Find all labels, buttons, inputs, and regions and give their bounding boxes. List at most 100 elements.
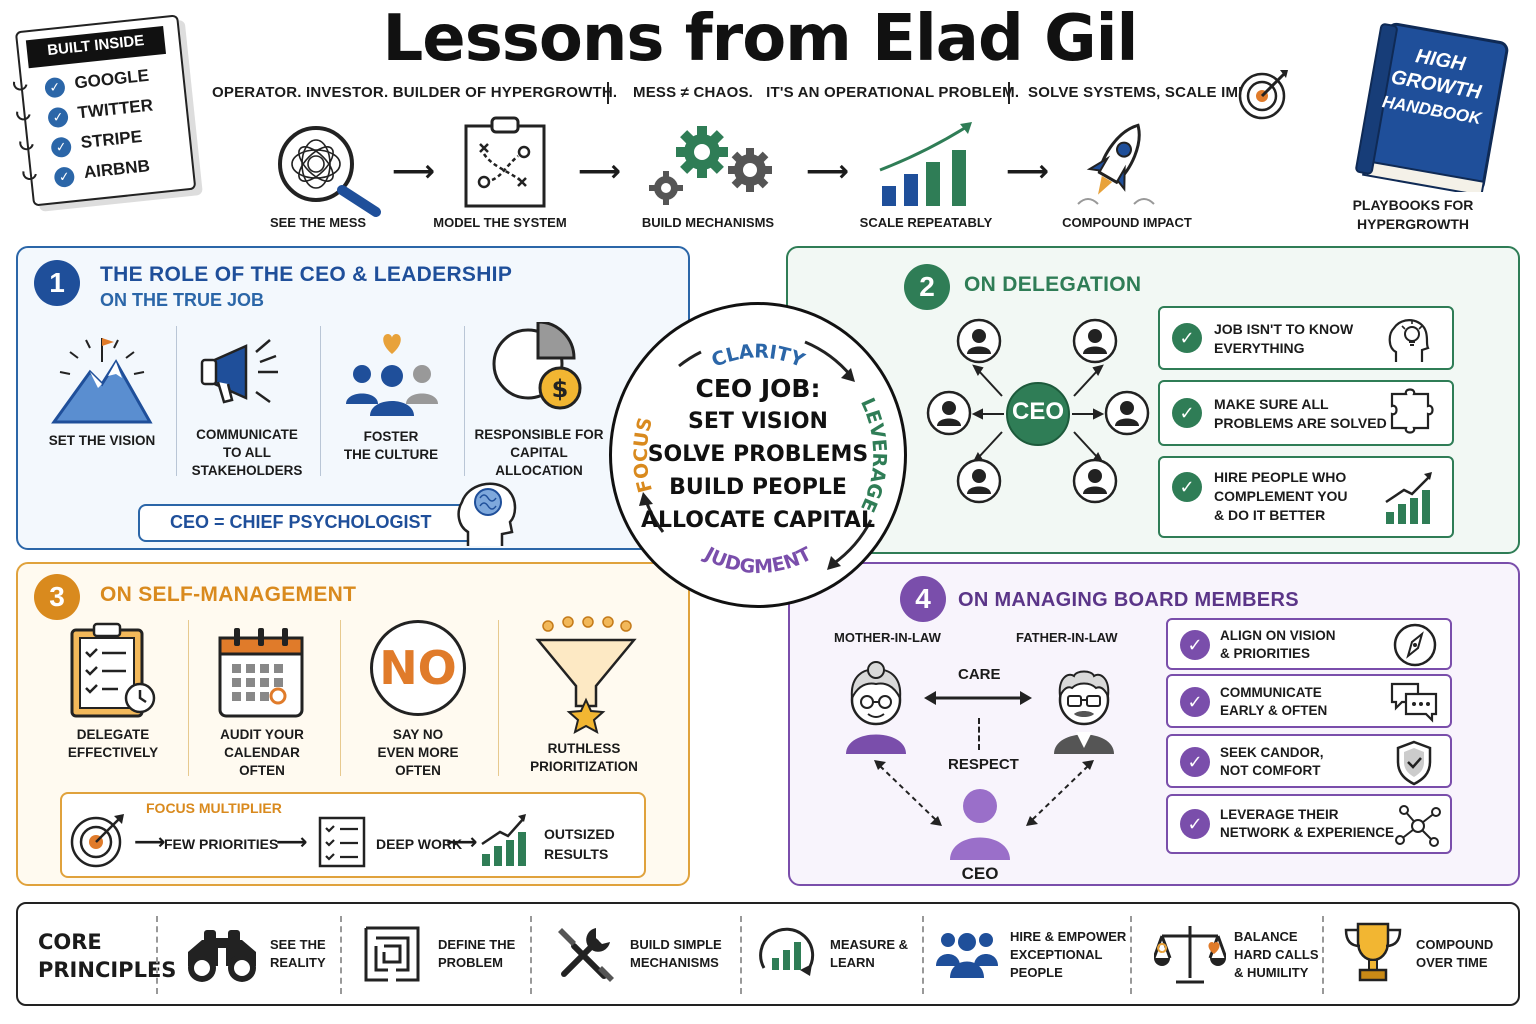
divider [340,916,342,994]
ceo-job-line: SOLVE PROBLEMS [647,442,869,467]
section-number-badge: 4 [900,576,946,622]
checklist-icon [318,816,366,868]
item-line: EVEN MORE [377,745,459,760]
focus-multiplier-heading: FOCUS MULTIPLIER [146,800,282,816]
mother-in-law-label: MOTHER-IN-LAW [834,630,941,645]
arrow-right-icon: ⟶ [392,155,436,188]
svg-text:$: $ [552,375,569,403]
tagline-solve: SOLVE SYSTEMS, SCALE IMPACT. [1028,84,1282,101]
board-item: ✓ LEVERAGE THEIR NETWORK & EXPERIENCE [1166,794,1452,854]
flow-step-see-the-mess: SEE THE MESS [269,215,367,230]
item-line: HIRE PEOPLE WHO [1214,469,1347,485]
person-icon [1072,318,1118,364]
item-line: NOT COMFORT [1220,763,1321,778]
team-icon [934,926,1000,980]
divider [340,620,341,776]
funnel-star-icon [534,616,638,734]
core-label-line: DEFINE THE [438,937,516,952]
core-label-line: MECHANISMS [630,955,719,970]
item-line: & PRIORITIES [1220,646,1311,661]
core-heading-line: CORE [38,930,102,954]
few-priorities-label: FEW PRIORITIES [164,836,279,852]
item-line: CAPITAL [510,445,568,460]
core-label-line: OVER TIME [1416,955,1488,970]
maze-icon [362,924,422,984]
no-text: NO [379,641,457,695]
section-number-badge: 3 [34,574,80,620]
scales-icon [1154,920,1226,986]
section-board-members-panel: 4 ON MANAGING BOARD MEMBERS MOTHER-IN-LA… [788,562,1520,886]
item-line: COMMUNICATE [1220,685,1322,700]
core-label-line: PEOPLE [1010,965,1063,980]
page-title: Lessons from Elad Gil [382,2,1139,76]
item-line: EARLY & OFTEN [1220,703,1328,718]
person-icon [1072,458,1118,504]
core-label-line: PROBLEM [438,955,503,970]
chat-bubbles-icon [1388,680,1440,726]
core-label-line: HARD CALLS [1234,947,1319,962]
item-line: THE CULTURE [343,447,439,462]
item-line: ALIGN ON VISION [1220,628,1336,643]
item-line: DELEGATE [76,727,150,742]
board-item: ✓ ALIGN ON VISION & PRIORITIES [1166,618,1452,670]
ceo-job-ring: CLARITY LEVERAGE JUDGMENT FOCUS [630,340,891,578]
item-communicate: COMMUNICATE TO ALL STAKEHOLDERS [188,426,306,480]
spiral-binding-icon [10,74,42,195]
core-heading-line: PRINCIPLES [38,958,177,982]
ceo-person-label: CEO [961,864,999,883]
tagline-operator: OPERATOR. INVESTOR. BUILDER OF HYPERGROW… [212,84,618,101]
growth-chart-icon [1382,468,1438,526]
grandfather-icon [1046,658,1122,754]
checkmark-icon: ✓ [1172,472,1202,502]
team-heart-icon [340,330,440,422]
calendar-icon [216,626,308,720]
item-ruthless-prioritization: RUTHLESS PRIORITIZATION [512,740,656,776]
item-line: NETWORK & EXPERIENCE [1220,825,1395,840]
item-line: MAKE SURE ALL [1214,396,1329,412]
head-lightbulb-icon [1386,314,1432,364]
core-label-line: BALANCE [1234,929,1298,944]
item-foster-culture: FOSTER THE CULTURE [332,428,450,464]
ceo-job-line: SET VISION [688,409,828,434]
core-label-line: MEASURE & [830,937,909,952]
arrow-right-icon: ⟶ [1006,155,1050,188]
item-line: CALENDAR [224,745,300,760]
board-item: ✓ COMMUNICATE EARLY & OFTEN [1166,674,1452,728]
item-line: SAY NO [392,727,444,742]
delegation-item: ✓ HIRE PEOPLE WHO COMPLEMENT YOU & DO IT… [1158,456,1454,538]
divider [1008,82,1010,104]
checkmark-icon: ✓ [1180,747,1210,777]
book-caption: PLAYBOOKS FOR [1352,197,1474,213]
divider [320,326,321,476]
flow-step-build-mechanisms: BUILD MECHANISMS [641,215,775,230]
network-icon [1394,800,1444,850]
flow-step-model-the-system: MODEL THE SYSTEM [433,215,567,230]
person-icon [926,390,972,436]
ceo-job-text: CEO JOB: SET VISION SOLVE PROBLEMS BUILD… [640,372,876,537]
divider [607,82,609,104]
item-line: RUTHLESS [547,741,621,756]
arrow-right-icon: ⟶ [806,155,850,188]
ceo-equation: CEO = CHIEF PSYCHOLOGIST [170,512,432,532]
double-arrow-icon [922,688,1034,708]
person-icon [956,318,1002,364]
item-line: AUDIT YOUR [220,727,304,742]
clipboard-plan-icon [462,116,548,210]
person-icon [1104,390,1150,436]
ring-judgment: JUDGMENT [699,542,815,578]
section-subtitle: ON THE TRUE JOB [100,290,265,310]
deep-work-label: DEEP WORK [376,836,463,852]
item-delegate-effectively: DELEGATE EFFECTIVELY [56,726,170,762]
item-line: FOSTER [363,429,419,444]
core-label-line: SEE THE [270,937,326,952]
chief-psychologist-box [138,504,500,542]
item-line: PRIORITIZATION [530,759,638,774]
flow-step-scale-repeatably: SCALE REPEATABLY [859,215,993,230]
mountain-flag-icon [50,332,154,426]
tagline-mess: MESS ≠ CHAOS. IT'S AN OPERATIONAL PROBLE… [633,84,1020,101]
core-label-line: LEARN [830,955,875,970]
father-in-law-label: FATHER-IN-LAW [1016,630,1118,645]
grandmother-icon [838,658,914,754]
tools-icon [552,922,616,986]
core-label-line: & HUMILITY [1234,965,1309,980]
